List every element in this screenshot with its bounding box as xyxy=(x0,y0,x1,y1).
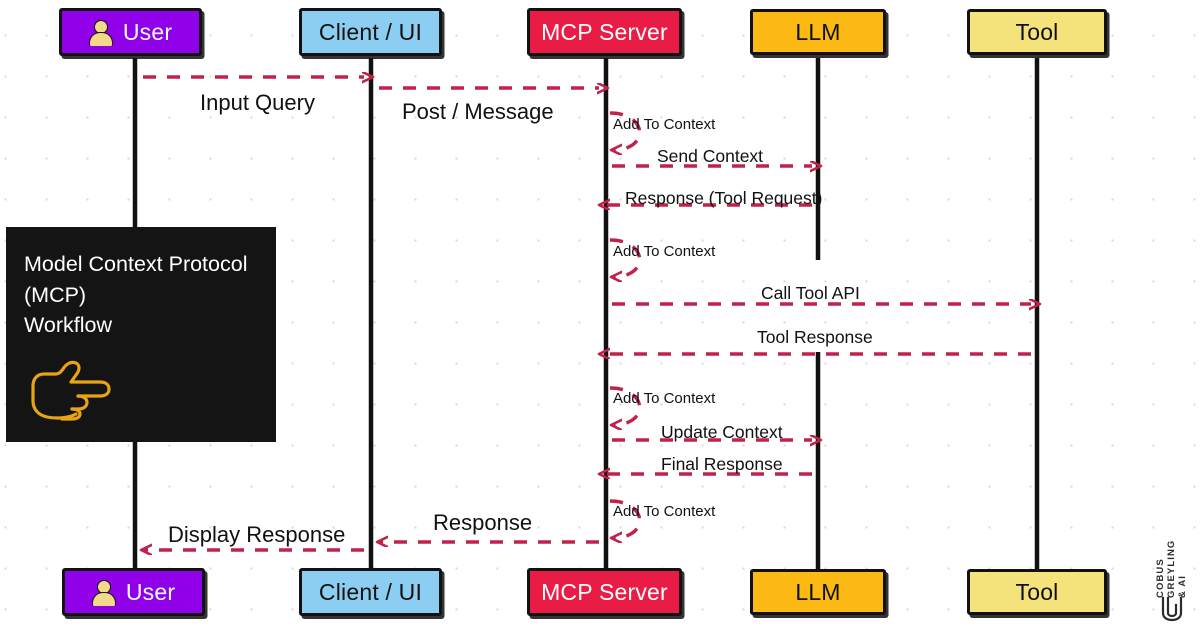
participant-label: User xyxy=(122,18,173,45)
user-icon xyxy=(88,19,113,46)
participant-label: MCP Server xyxy=(541,18,668,45)
u-logo-icon xyxy=(1161,596,1183,622)
message-label-response: Response xyxy=(433,510,533,535)
msg-add-to-context-1 xyxy=(610,111,642,150)
watermark: COBUS GREYLING & AI xyxy=(1152,498,1198,624)
msg-add-to-context-2 xyxy=(610,238,642,277)
message-label-post-message: Post / Message xyxy=(402,99,554,124)
watermark-text: COBUS GREYLING & AI xyxy=(1155,539,1188,598)
participant-label: User xyxy=(125,578,176,605)
participant-label: Client / UI xyxy=(318,18,423,45)
messages xyxy=(143,77,1031,550)
callout-title: Model Context Protocol (MCP) Workflow xyxy=(24,252,248,338)
message-label-final-response: Final Response xyxy=(661,454,783,474)
message-label-add-to-context-4: Add To Context xyxy=(613,503,716,520)
participant-tool-bottom[interactable]: Tool xyxy=(967,569,1107,615)
user-icon xyxy=(91,579,116,606)
message-label-send-context: Send Context xyxy=(657,146,764,166)
participant-client-bottom[interactable]: Client / UI xyxy=(299,568,442,616)
msg-add-to-context-4 xyxy=(610,499,642,538)
participant-mcp-bottom[interactable]: MCP Server xyxy=(527,568,682,616)
participant-label: MCP Server xyxy=(541,578,668,605)
participant-label: Tool xyxy=(1015,18,1059,45)
participant-user-top[interactable]: User xyxy=(59,8,202,56)
callout-panel: Model Context Protocol (MCP) Workflow xyxy=(6,227,276,442)
participant-llm-top[interactable]: LLM xyxy=(750,9,886,55)
participant-user-bottom[interactable]: User xyxy=(62,568,205,616)
participant-client-top[interactable]: Client / UI xyxy=(299,8,442,56)
participant-label: LLM xyxy=(795,18,841,45)
message-label-response-tool-request: Response (Tool Request) xyxy=(625,188,823,208)
participant-tool-top[interactable]: Tool xyxy=(967,9,1107,55)
pointing-hand-icon xyxy=(31,360,111,421)
participant-mcp-top[interactable]: MCP Server xyxy=(527,8,682,56)
message-label-add-to-context-2: Add To Context xyxy=(613,243,716,260)
participant-label: Client / UI xyxy=(318,578,423,605)
message-label-add-to-context-3: Add To Context xyxy=(613,390,716,407)
message-label-call-tool-api: Call Tool API xyxy=(761,283,860,303)
participant-llm-bottom[interactable]: LLM xyxy=(750,569,886,615)
message-label-add-to-context-1: Add To Context xyxy=(613,116,716,133)
message-label-display-response: Display Response xyxy=(168,522,346,547)
message-label-update-context: Update Context xyxy=(661,422,783,442)
message-label-tool-response: Tool Response xyxy=(757,327,873,347)
participant-label: Tool xyxy=(1015,578,1059,605)
message-label-input-query: Input Query xyxy=(200,90,315,115)
msg-add-to-context-3 xyxy=(610,386,642,425)
participant-label: LLM xyxy=(795,578,841,605)
